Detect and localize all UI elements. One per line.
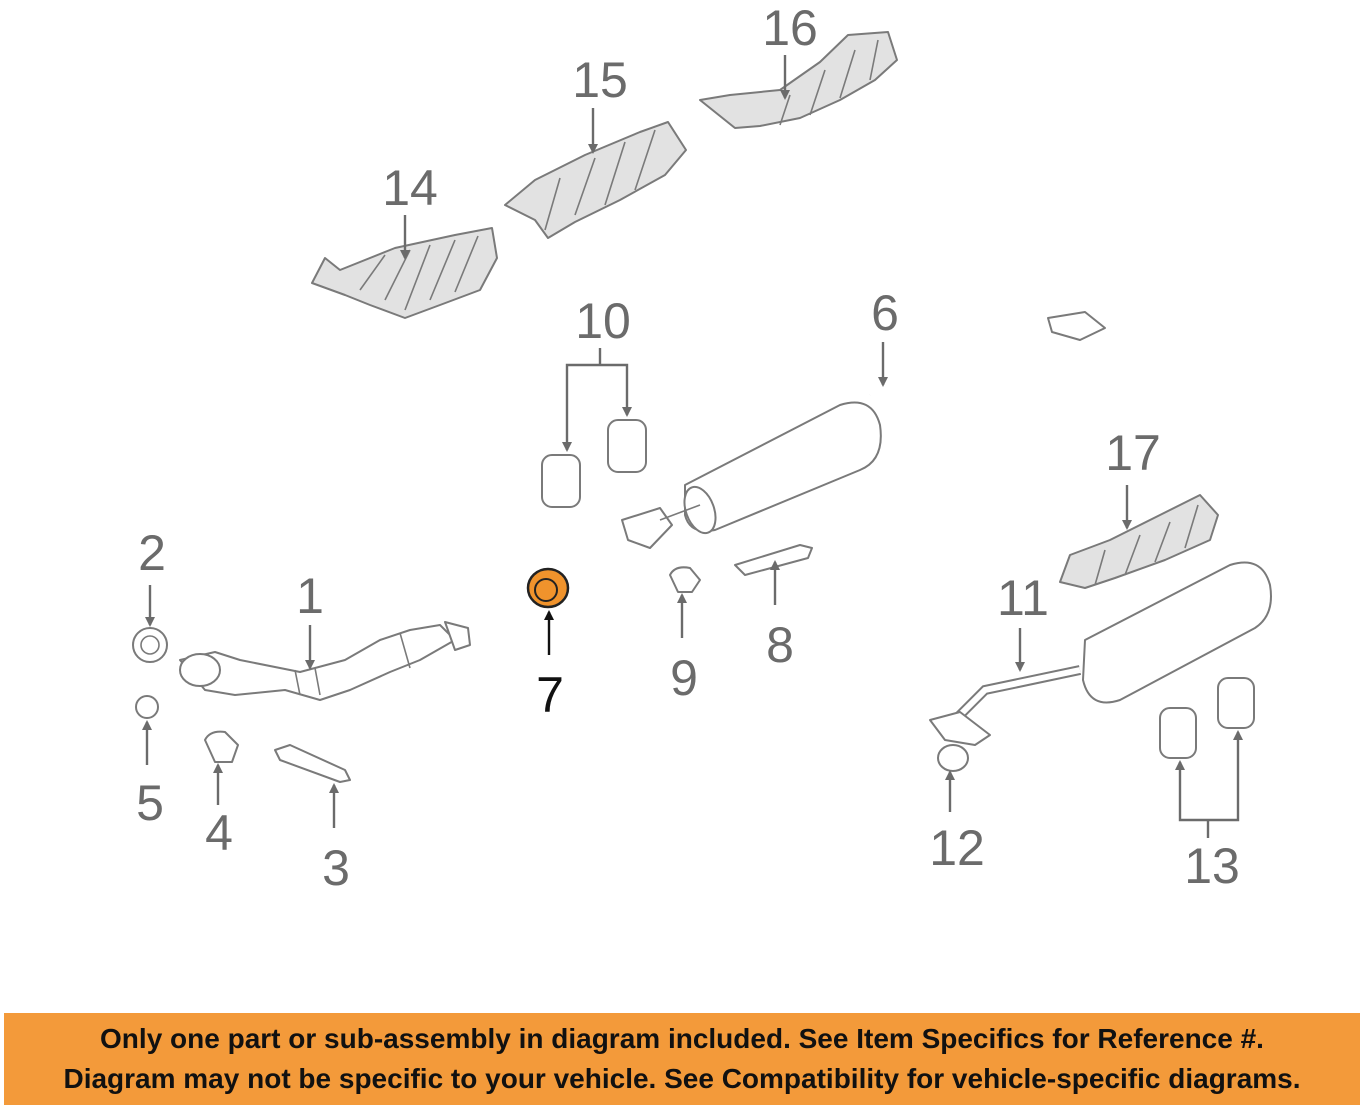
callout-13: 13 xyxy=(1184,838,1240,894)
part-2-gasket xyxy=(132,627,168,663)
exhaust-parts-diagram: 1 2 3 4 5 6 7 8 9 10 11 12 13 14 15 16 1… xyxy=(132,0,1272,896)
callout-5: 5 xyxy=(136,775,164,831)
part-15-heat-shield xyxy=(504,121,687,239)
callout-15: 15 xyxy=(572,52,628,108)
part-11-rear-muffler xyxy=(929,561,1272,746)
part-6-center-muffler xyxy=(621,311,1106,549)
notice-line-2: Diagram may not be specific to your vehi… xyxy=(63,1063,1301,1094)
part-8-bolt xyxy=(734,544,813,576)
callout-11: 11 xyxy=(997,570,1049,626)
callout-14: 14 xyxy=(382,160,438,216)
part-12-gasket xyxy=(937,744,969,772)
part-10-hangers xyxy=(541,419,647,508)
callout-17: 17 xyxy=(1105,425,1161,481)
callout-4: 4 xyxy=(205,805,233,861)
part-4-clamp xyxy=(204,730,239,763)
part-13-hangers xyxy=(1159,677,1255,759)
callout-12: 12 xyxy=(929,820,985,876)
part-9-clamp xyxy=(669,566,701,593)
part-5-nut xyxy=(135,695,159,719)
callout-numbers: 1 2 3 4 5 6 7 8 9 10 11 12 13 14 15 16 1… xyxy=(136,0,1240,896)
callout-9: 9 xyxy=(670,650,698,706)
callout-16: 16 xyxy=(762,0,818,56)
callout-3: 3 xyxy=(322,840,350,896)
part-7-gasket-highlighted xyxy=(526,567,570,609)
callout-10: 10 xyxy=(575,293,631,349)
callout-1: 1 xyxy=(296,568,324,624)
part-14-heat-shield xyxy=(311,227,498,319)
callout-8: 8 xyxy=(766,617,794,673)
callout-6: 6 xyxy=(871,285,899,341)
part-1-front-pipe xyxy=(179,621,471,701)
callout-2: 2 xyxy=(138,525,166,581)
notice-banner: Only one part or sub-assembly in diagram… xyxy=(4,1013,1360,1105)
part-3-bolt xyxy=(274,744,351,783)
callout-arrows xyxy=(142,55,1243,838)
notice-line-1: Only one part or sub-assembly in diagram… xyxy=(100,1023,1264,1054)
callout-7: 7 xyxy=(536,667,564,723)
part-17-heat-shield xyxy=(1059,494,1219,589)
